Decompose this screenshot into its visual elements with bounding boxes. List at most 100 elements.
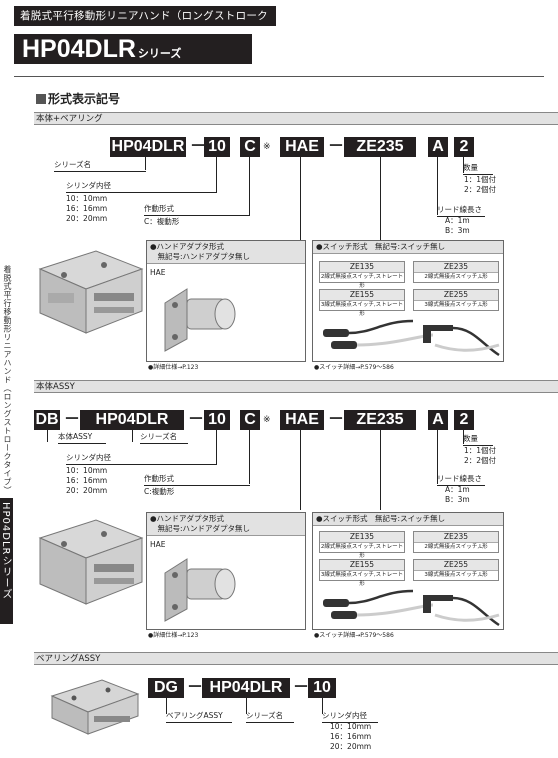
block1-mark: ※ bbox=[263, 142, 271, 152]
block1-code-bore: 10 bbox=[204, 137, 230, 157]
block2-adapter-item: HAE bbox=[150, 540, 166, 549]
block1-code-series: HP04DLR bbox=[110, 137, 186, 157]
block3-header: ベアリングASSY bbox=[34, 652, 558, 665]
block3-code-dg: DG bbox=[148, 678, 184, 698]
block1-adapter-footnote: ●詳細仕様→P.123 bbox=[148, 364, 199, 371]
block2-action-options: C:複動形 bbox=[144, 487, 175, 496]
category-banner: 着脱式平行移動形リニアハンド（ロングストロークタイプ） bbox=[14, 6, 276, 42]
switch-code: ZE255 bbox=[414, 290, 498, 301]
block2-label-action: 作動形式 bbox=[144, 474, 250, 486]
block2-label-qty: 数量 bbox=[463, 434, 493, 446]
block2-dash: － bbox=[64, 411, 81, 428]
switch-code: ZE235 bbox=[414, 532, 498, 543]
header-rule bbox=[14, 76, 544, 77]
block2-switch-footnote: ●スイッチ詳細→P.579～586 bbox=[314, 632, 394, 639]
hand-product-image bbox=[38, 250, 144, 334]
block1-label-action: 作動形式 bbox=[144, 204, 250, 216]
leader-line bbox=[246, 698, 247, 714]
block3-code-bore: 10 bbox=[308, 678, 336, 698]
switch-code: ZE155 bbox=[320, 560, 404, 571]
block2-mark: ※ bbox=[263, 415, 271, 425]
block2-adapter-title: ●ハンドアダプタ形式 無記号:ハンドアダプタ無し bbox=[147, 513, 305, 536]
block2-bore-options: 10：10mm 16：16mm 20：20mm bbox=[66, 466, 108, 495]
switch-code: ZE155 bbox=[320, 290, 404, 301]
series-code: HP04DLR bbox=[22, 35, 136, 63]
block3-dash-2: － bbox=[293, 679, 310, 696]
side-vertical-label: 着脱式平行移動形リニアハンド（ロングストロークタイプ） bbox=[3, 265, 12, 495]
adapter-image bbox=[164, 288, 236, 352]
side-tab-text: HP04DLRシリーズ bbox=[0, 502, 11, 600]
leader-line bbox=[300, 430, 301, 510]
block2-label-series: シリーズ名 bbox=[140, 432, 188, 444]
switch-code: ZE235 bbox=[414, 262, 498, 273]
block1-switch-title: ●スイッチ形式 無記号:スイッチ無し bbox=[313, 241, 503, 254]
switch-desc: 3線式無接点スイッチ,L形 bbox=[424, 572, 488, 578]
block1-adapter-title: ●ハンドアダプタ形式 無記号:ハンドアダプタ無し bbox=[147, 241, 305, 264]
block1-code-action: C bbox=[240, 137, 260, 157]
switch-code: ZE135 bbox=[320, 532, 404, 543]
block3-label-series: シリーズ名 bbox=[246, 711, 294, 723]
block3-label-bearing-assy: ベアリングASSY bbox=[166, 711, 232, 723]
leader-line bbox=[216, 430, 217, 464]
block2-code-db: DB bbox=[34, 410, 60, 430]
section-title: 形式表示記号 bbox=[36, 90, 120, 107]
block2-code-adapter: HAE bbox=[280, 410, 324, 430]
block1-adapter-item: HAE bbox=[150, 268, 166, 277]
block2-code-switch: ZE235 bbox=[344, 410, 416, 430]
section-title-text: 形式表示記号 bbox=[48, 92, 121, 106]
block2-dash-3: － bbox=[328, 411, 345, 428]
block1-switch-footnote: ●スイッチ詳細→P.579～586 bbox=[314, 364, 394, 371]
block1-adapter-panel: ●ハンドアダプタ形式 無記号:ハンドアダプタ無し HAE bbox=[146, 240, 306, 362]
leader-line bbox=[463, 157, 464, 173]
block2-dash-2: － bbox=[188, 411, 205, 428]
block2-qty-options: 1：1個付 2：2個付 bbox=[464, 446, 497, 465]
block3-bore-options: 10：10mm 16：16mm 20：20mm bbox=[330, 722, 372, 751]
block2-code-bore: 10 bbox=[204, 410, 230, 430]
block2-label-bore: シリンダ内径 bbox=[66, 453, 217, 465]
block1-dash-2: － bbox=[328, 138, 345, 155]
leader-line bbox=[322, 698, 323, 714]
block1-label-series: シリーズ名 bbox=[54, 160, 146, 172]
leader-line bbox=[380, 430, 381, 510]
block3-code-series: HP04DLR bbox=[202, 678, 290, 698]
side-tab: HP04DLRシリーズ bbox=[0, 498, 13, 624]
switch-desc: 2線式無接点スイッチ,ストレート形 bbox=[320, 544, 404, 559]
section-square-icon bbox=[36, 94, 46, 104]
block1-action-options: C：複動形 bbox=[144, 217, 180, 226]
switch-image bbox=[323, 589, 500, 627]
block2-label-body-assy: 本体ASSY bbox=[58, 432, 106, 444]
block1-lead-options: A：1m B：3m bbox=[445, 216, 470, 235]
switch-desc: 3線式無接点スイッチ,ストレート形 bbox=[320, 302, 404, 317]
block2-switch-title: ●スイッチ形式 無記号:スイッチ無し bbox=[313, 513, 503, 526]
leader-line bbox=[47, 430, 48, 442]
adapter-image bbox=[164, 558, 236, 622]
leader-line bbox=[437, 430, 438, 484]
leader-line bbox=[145, 157, 146, 170]
block1-code-lead: A bbox=[428, 137, 448, 157]
block3-dash: － bbox=[187, 679, 204, 696]
switch-desc: 2線式無接点スイッチ,L形 bbox=[424, 544, 488, 550]
switch-desc: 3線式無接点スイッチ,L形 bbox=[424, 302, 488, 308]
leader-line bbox=[437, 157, 438, 215]
series-suffix: シリーズ bbox=[137, 48, 182, 60]
switch-code: ZE255 bbox=[414, 560, 498, 571]
leader-line bbox=[249, 157, 250, 215]
leader-line bbox=[249, 430, 250, 484]
switch-code: ZE135 bbox=[320, 262, 404, 273]
block1-label-qty: 数量 bbox=[463, 163, 493, 175]
switch-desc: 2線式無接点スイッチ,ストレート形 bbox=[320, 274, 404, 289]
block1-label-lead: リード線長さ bbox=[437, 205, 485, 217]
block1-code-qty: 2 bbox=[454, 137, 474, 157]
block1-bore-options: 10：10mm 16：16mm 20：20mm bbox=[66, 194, 108, 223]
block1-label-bore: シリンダ内径 bbox=[66, 181, 217, 193]
